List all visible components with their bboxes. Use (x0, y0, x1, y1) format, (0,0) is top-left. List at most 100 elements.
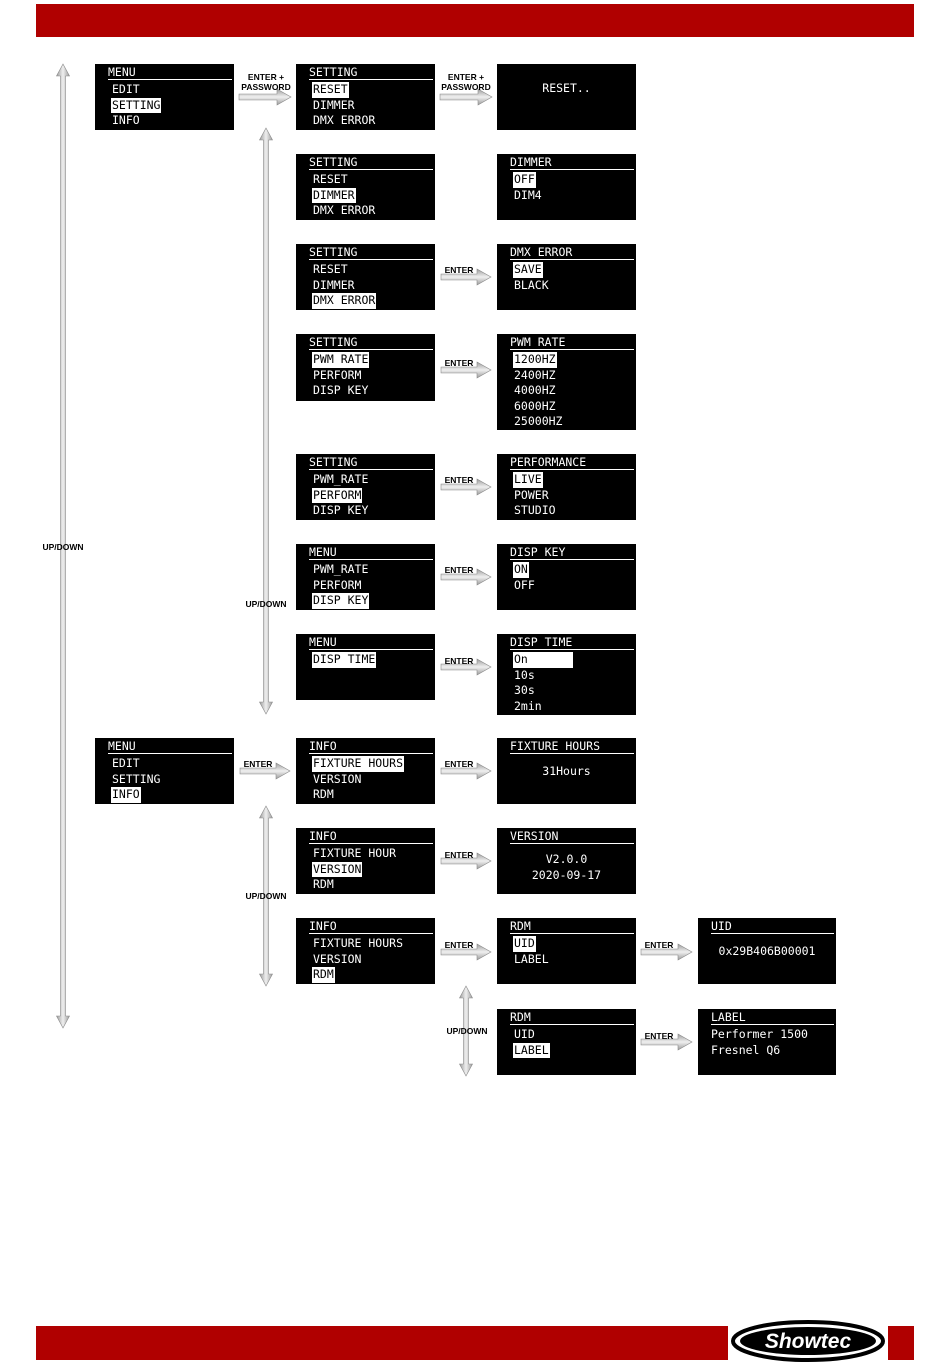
lcd-row: UID (514, 1027, 535, 1041)
lcd-row: DISP KEY (313, 383, 369, 397)
lcd-title: SETTING (309, 246, 433, 260)
up-down-label-info: UP/DOWN (245, 891, 287, 901)
enter-arrow (440, 478, 492, 496)
lcd-title: PWM RATE (510, 336, 634, 350)
header-bar (36, 4, 914, 37)
lcd-value: 31Hours (542, 764, 591, 778)
enter-label: ENTER (444, 940, 474, 950)
up-down-arrow (55, 63, 71, 1029)
enter-password-line2: PASSWORD (441, 82, 491, 92)
enter-label: ENTER (444, 850, 474, 860)
lcd-title: SETTING (309, 336, 433, 350)
enter-password-line1: ENTER + (447, 72, 485, 82)
lcd-row: VERSION (313, 951, 362, 966)
lcd-row: PERFORM (313, 577, 362, 592)
lcd-title: INFO (309, 740, 433, 754)
lcd-row: DMX ERROR (313, 203, 376, 217)
lcd-row-selected: SETTING (111, 97, 162, 113)
lcd-value: Fresnel Q6 (711, 1042, 781, 1057)
enter-arrow (440, 361, 492, 379)
lcd-row-selected: 1200HZ (513, 352, 557, 368)
enter-label: ENTER (444, 565, 474, 575)
enter-password-label-2: ENTER +PASSWORD (438, 72, 494, 92)
enter-arrow (238, 88, 292, 106)
svg-text:Showtec: Showtec (765, 1330, 852, 1353)
lcd-row: DMX ERROR (313, 113, 376, 127)
lcd-title: INFO (309, 920, 433, 934)
lcd-row: 30s (514, 683, 535, 697)
lcd-row: RDM (313, 787, 334, 801)
enter-arrow (640, 1033, 693, 1051)
up-down-label-setting: UP/DOWN (245, 599, 287, 609)
lcd-title: SETTING (309, 66, 433, 80)
enter-arrow (440, 852, 492, 870)
lcd-row-selected: INFO (111, 787, 141, 803)
lcd-title: RDM (510, 1011, 634, 1025)
enter-arrow (440, 658, 492, 676)
lcd-row-selected: LABEL (513, 1042, 550, 1058)
enter-arrow (439, 88, 493, 106)
lcd-title: LABEL (711, 1011, 834, 1025)
lcd-row-selected: PERFORM (312, 487, 363, 503)
lcd-row: 2400HZ (514, 367, 556, 382)
lcd-row: 6000HZ (514, 398, 556, 413)
lcd-row: OFF (514, 577, 535, 592)
lcd-row: 2min (514, 698, 542, 713)
lcd-row: LABEL (514, 951, 549, 966)
lcd-row-selected: DISP TIME (312, 652, 377, 668)
enter-label: ENTER (243, 759, 273, 769)
enter-label: ENTER (444, 759, 474, 769)
lcd-title: DISP TIME (510, 636, 634, 650)
enter-label: ENTER (444, 265, 474, 275)
lcd-value: V2.0.0 (545, 852, 588, 866)
up-down-arrow (258, 805, 274, 987)
lcd-row-selected: RESET (312, 82, 349, 98)
lcd-row-selected: DMX ERROR (312, 293, 377, 309)
lcd-row: RDM (313, 877, 334, 891)
lcd-row-selected: LIVE (513, 472, 543, 488)
enter-label: ENTER (644, 1031, 674, 1041)
enter-label: ENTER (444, 475, 474, 485)
lcd-row-selected: ON (513, 562, 529, 578)
lcd-row-selected: RDM (312, 967, 335, 983)
up-down-arrow (258, 127, 274, 715)
enter-password-line2: PASSWORD (241, 82, 291, 92)
enter-arrow (640, 943, 693, 961)
enter-label: ENTER (644, 940, 674, 950)
lcd-row: FIXTURE HOUR (313, 846, 397, 860)
lcd-row: VERSION (313, 771, 362, 786)
up-down-arrow (458, 985, 474, 1077)
lcd-row: RESET (313, 172, 348, 186)
showtec-logo: Showtec (728, 1318, 888, 1364)
lcd-row: 10s (514, 667, 535, 682)
lcd-row: PERFORM (313, 367, 362, 382)
lcd-row: 25000HZ (514, 414, 563, 428)
lcd-row: FIXTURE HOURS (313, 936, 404, 950)
enter-arrow (440, 762, 492, 780)
lcd-row: EDIT (112, 82, 140, 96)
lcd-row: RESET (313, 262, 348, 276)
lcd-row: BLACK (514, 277, 549, 292)
lcd-title: MENU (108, 66, 232, 80)
lcd-title: MENU (108, 740, 232, 754)
lcd-value: Performer 1500 (711, 1027, 808, 1041)
enter-password-line1: ENTER + (247, 72, 285, 82)
enter-arrow (440, 943, 492, 961)
lcd-title: SETTING (309, 156, 433, 170)
lcd-row-selected: DIMMER (312, 187, 356, 203)
lcd-row: EDIT (112, 756, 140, 770)
